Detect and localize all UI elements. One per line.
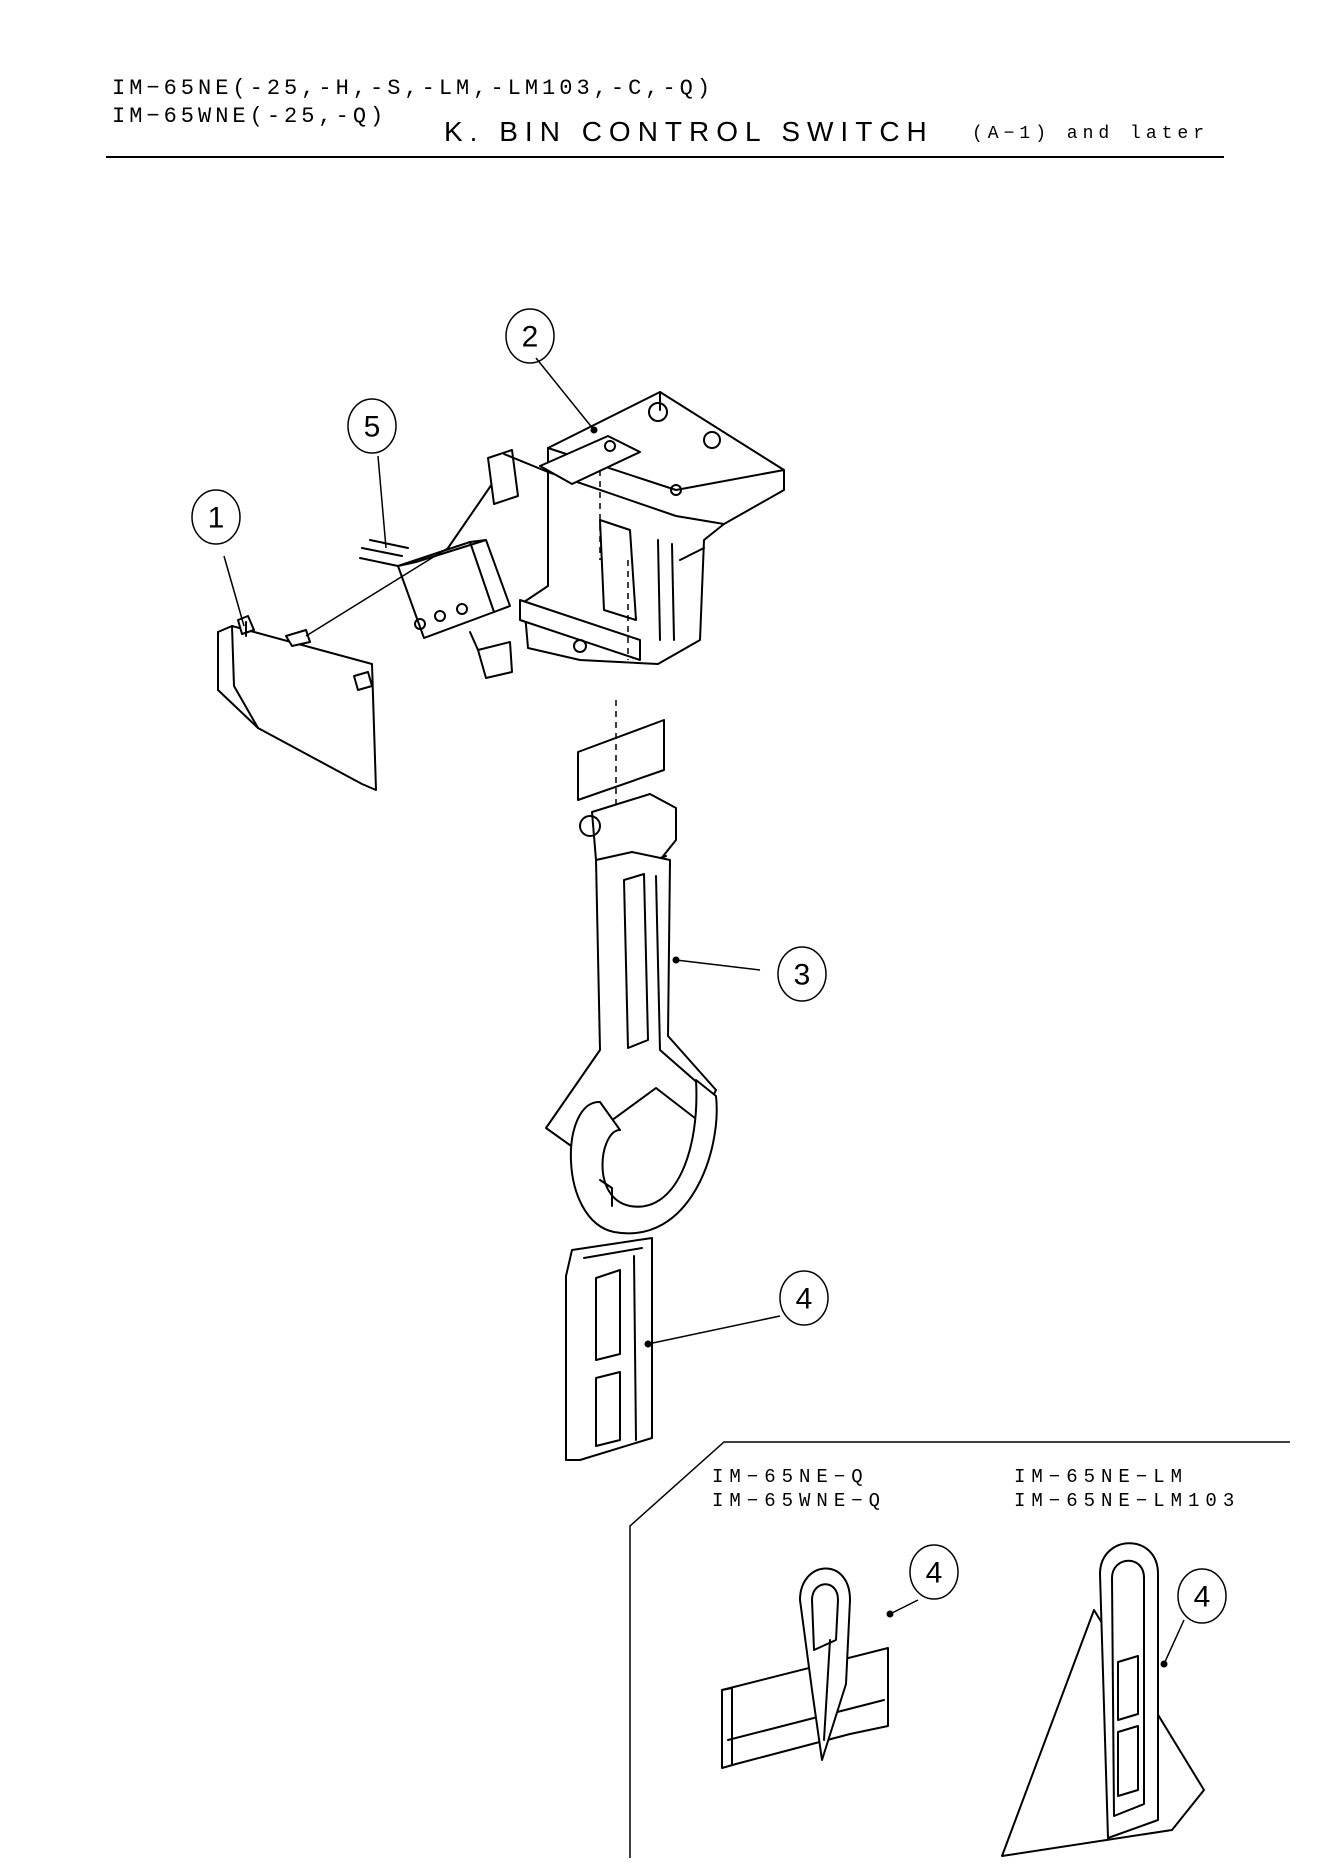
- inset-label-q-2: IM−65WNE−Q: [712, 1490, 886, 1512]
- callout-4-inset-lm: 4: [1178, 1569, 1226, 1623]
- svg-text:4: 4: [1194, 1581, 1211, 1614]
- part-2-bracket: [488, 392, 784, 664]
- callout-2: 2: [506, 309, 554, 363]
- inset-label-q-1: IM−65NE−Q: [712, 1466, 869, 1488]
- part-3-actuator: [546, 700, 717, 1233]
- svg-text:4: 4: [796, 1283, 813, 1316]
- callout-1: 1: [192, 490, 240, 544]
- callout-4-inset-q: 4: [910, 1545, 958, 1599]
- svg-text:5: 5: [364, 411, 381, 444]
- part-1-cover: [218, 616, 376, 790]
- svg-text:2: 2: [522, 321, 539, 354]
- inset-float-lm: [1002, 1543, 1204, 1856]
- svg-text:1: 1: [208, 502, 225, 535]
- inset-label-lm-2: IM−65NE−LM103: [1014, 1490, 1240, 1512]
- callout-4-main: 4: [780, 1271, 828, 1325]
- svg-text:4: 4: [926, 1557, 943, 1590]
- part-4-float: [566, 1238, 652, 1460]
- svg-text:3: 3: [794, 959, 811, 992]
- callout-3: 3: [778, 947, 826, 1001]
- inset-label-lm-1: IM−65NE−LM: [1014, 1466, 1188, 1488]
- inset-float-q: [722, 1568, 918, 1768]
- callout-5: 5: [348, 399, 396, 453]
